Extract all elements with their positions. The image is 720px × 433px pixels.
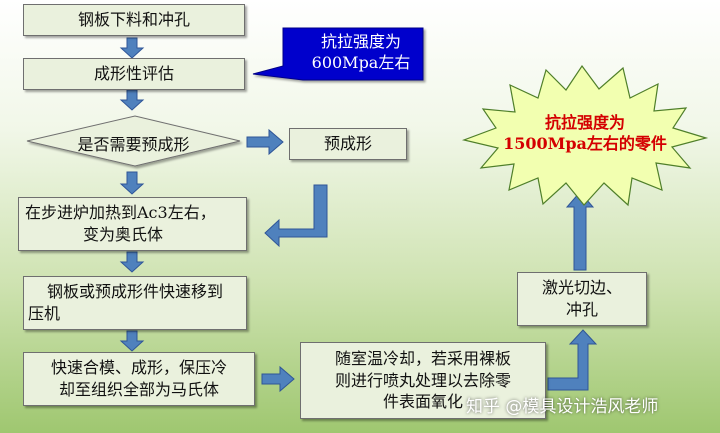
callout-600mpa: 抗拉强度为 600Mpa左右 <box>300 32 422 74</box>
step-formability-eval: 成形性评估 <box>23 58 245 90</box>
arrow-right-cooling <box>261 365 295 393</box>
step-preform: 预成形 <box>289 128 407 160</box>
step-cooling-shotblast: 随室温冷却，若采用裸板 则进行喷丸处理以去除零 件表面氧化 <box>300 342 546 419</box>
result-1500mpa: 抗拉强度为 1500Mpa左右的零件 <box>490 113 680 155</box>
step-laser-trim-line1: 激光切边、 <box>541 278 622 298</box>
step-transfer-press: 钢板或预成形件快速移到 压机 <box>23 276 247 330</box>
arrow-down-2 <box>119 89 145 111</box>
step-cooling-shotblast-line1: 随室温冷却，若采用裸板 <box>334 349 511 369</box>
callout-line2: 600Mpa左右 <box>311 52 411 72</box>
callout-shape <box>252 27 424 81</box>
step-laser-trim-line2: 冲孔 <box>565 300 598 319</box>
step-laser-trim: 激光切边、 冲孔 <box>517 272 647 326</box>
step-transfer-press-line2: 压机 <box>28 304 61 323</box>
arrow-down-4 <box>119 251 145 273</box>
step-furnace-heating-line2: 变为奥氏体 <box>83 225 164 244</box>
arrow-up-result <box>565 191 595 271</box>
step-cooling-shotblast-line3: 件表面氧化 <box>382 392 463 412</box>
arrow-down-5 <box>119 330 145 352</box>
step-furnace-heating-line1: 在步进炉加热到Ac3左右， <box>25 203 216 223</box>
arrow-down-3 <box>119 171 145 195</box>
callout-line1: 抗拉强度为 <box>320 32 401 51</box>
arrow-right-preform <box>246 128 284 156</box>
result-line1: 抗拉强度为 <box>544 113 625 132</box>
step-form-quench-line2: 却至组织全部为马氏体 <box>58 380 219 399</box>
result-line2: 1500Mpa左右的零件 <box>503 133 667 153</box>
arrow-down-1 <box>119 37 145 59</box>
step-blank-cut-punch: 钢板下料和冲孔 <box>23 4 245 36</box>
result-star <box>461 64 709 207</box>
step-form-quench: 快速合模、成形，保压冷 却至组织全部为马氏体 <box>23 352 255 406</box>
arrow-bent-preform-return <box>264 184 328 248</box>
step-preform-text: 预成形 <box>323 134 372 154</box>
step-form-quench-line1: 快速合模、成形，保压冷 <box>50 358 227 378</box>
arrow-bent-to-laser <box>547 329 598 391</box>
decision-diamond <box>26 115 241 167</box>
step-formability-eval-text: 成形性评估 <box>93 64 174 84</box>
decision-label: 是否需要预成形 <box>77 135 190 154</box>
watermark: 知乎 @模具设计浩风老师 <box>466 397 659 417</box>
step-blank-cut-punch-text: 钢板下料和冲孔 <box>77 10 190 30</box>
step-cooling-shotblast-line2: 则进行喷丸处理以去除零 <box>334 370 511 390</box>
step-transfer-press-line1: 钢板或预成形件快速移到 <box>46 282 223 302</box>
step-furnace-heating: 在步进炉加热到Ac3左右， 变为奥氏体 <box>18 197 247 251</box>
